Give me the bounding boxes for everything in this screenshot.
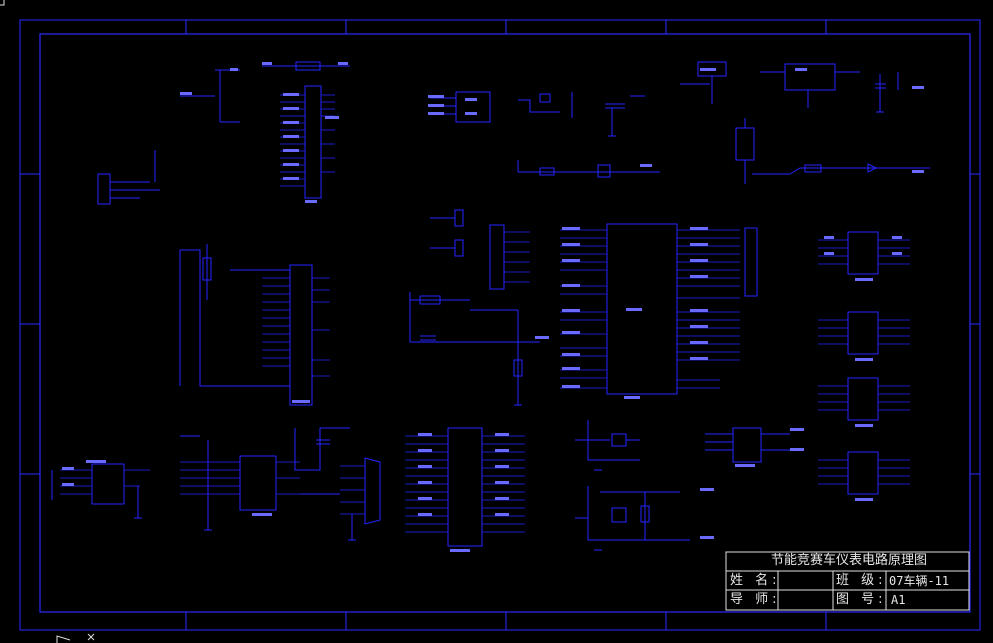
ucs-icon <box>0 0 95 643</box>
zone-marks <box>20 20 980 630</box>
drawing-title: 节能竞赛车仪表电路原理图 <box>770 553 927 568</box>
drawing-no-label: 图 号: <box>836 592 887 607</box>
class-value: 07车辆-11 <box>889 574 950 588</box>
drawing-no-value: A1 <box>891 593 906 607</box>
outer-border <box>19 19 981 631</box>
ground-symbols <box>134 111 884 551</box>
class-label: 班 级: <box>836 573 887 588</box>
inner-border <box>39 33 971 613</box>
net-label-texture <box>62 62 924 552</box>
circuit-wiring <box>51 61 930 547</box>
name-label: 姓 名: <box>730 573 781 588</box>
title-block-frame <box>725 551 970 611</box>
advisor-label: 导 师: <box>730 592 781 607</box>
